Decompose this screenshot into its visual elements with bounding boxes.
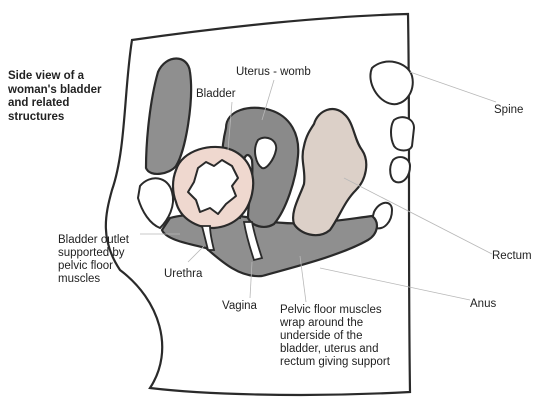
- label-pelvic-floor: Pelvic floor muscles wrap around the und…: [280, 304, 392, 369]
- label-bladder-outlet: Bladder outlet supported by pelvic floor…: [58, 234, 146, 286]
- label-urethra: Urethra: [164, 268, 202, 281]
- label-anus: Anus: [470, 298, 496, 311]
- label-uterus: Uterus - womb: [236, 66, 311, 79]
- label-spine: Spine: [494, 104, 523, 117]
- diagram-title: Side view of a woman's bladder and relat…: [8, 70, 124, 124]
- label-vagina: Vagina: [222, 300, 257, 313]
- label-rectum: Rectum: [492, 250, 532, 263]
- label-bladder: Bladder: [196, 88, 236, 101]
